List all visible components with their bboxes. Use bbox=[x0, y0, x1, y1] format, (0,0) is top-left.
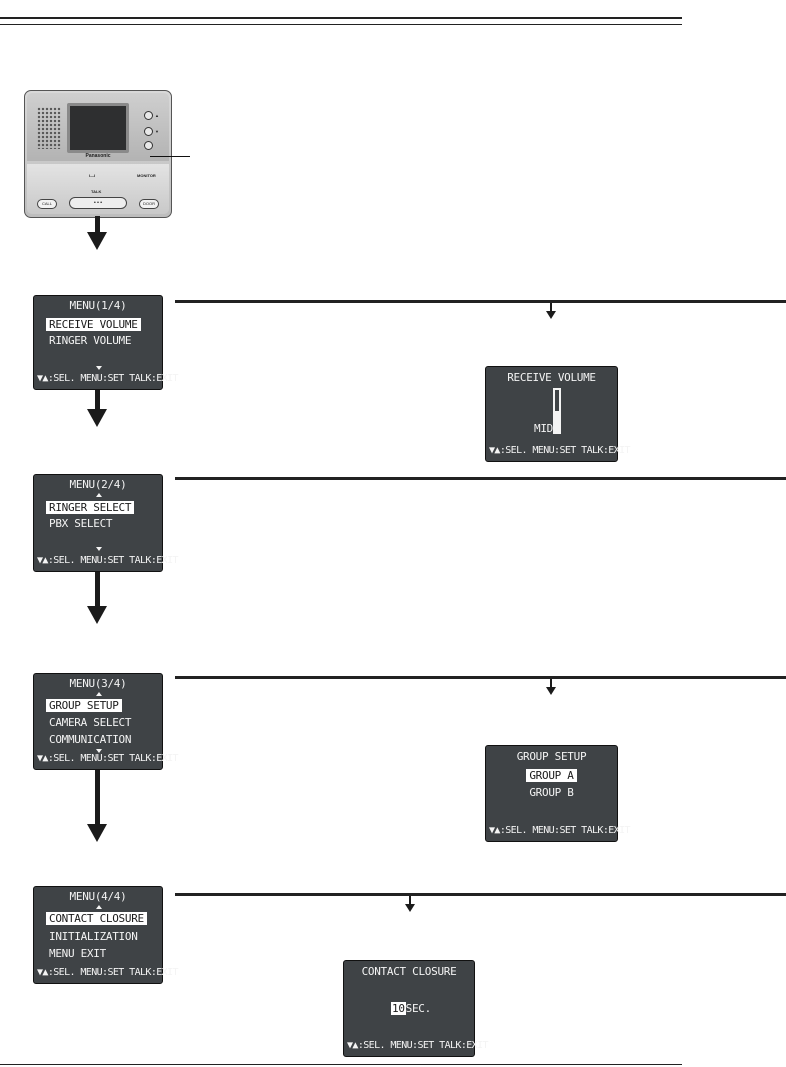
receive-volume-footer: ▼▲:SEL. MENU:SET TALK:EXIT bbox=[489, 445, 631, 456]
group-setup-screen: GROUP SETUP GROUP A GROUP B ▼▲:SEL. MENU… bbox=[485, 745, 631, 842]
header-rule-top bbox=[0, 17, 682, 19]
contact-closure-value[interactable]: 10 bbox=[391, 1002, 406, 1015]
device-talk-button[interactable]: • • • bbox=[69, 197, 127, 209]
menu-item-group-setup[interactable]: GROUP SETUP bbox=[46, 699, 122, 712]
group-option-b[interactable]: GROUP B bbox=[529, 786, 574, 799]
group-setup-footer: ▼▲:SEL. MENU:SET TALK:EXIT bbox=[489, 825, 631, 836]
menu-title: MENU(1/4) bbox=[69, 299, 127, 312]
scroll-down-icon bbox=[96, 366, 102, 370]
device-upper-panel: Panasonic ▲ ▼ bbox=[27, 93, 169, 161]
menu-screen-4: MENU(4/4) CONTACT CLOSURE INITIALIZATION… bbox=[33, 886, 179, 984]
contact-closure-title: CONTACT CLOSURE bbox=[361, 965, 457, 978]
device-lower-panel: I—I MONITOR TALK • • • CALL DOOR bbox=[27, 164, 169, 214]
menu-item-communication[interactable]: COMMUNICATION bbox=[49, 733, 132, 746]
scroll-up-icon bbox=[96, 692, 102, 696]
section-rule-1 bbox=[175, 300, 786, 303]
scroll-down-icon bbox=[96, 547, 102, 551]
menu-title: MENU(4/4) bbox=[69, 890, 127, 903]
menu-item-contact-closure[interactable]: CONTACT CLOSURE bbox=[46, 912, 147, 925]
header-rule-bottom bbox=[0, 24, 682, 25]
volume-level-label: MID bbox=[534, 422, 553, 435]
device-down-button[interactable] bbox=[144, 127, 153, 136]
menu-footer: ▼▲:SEL. MENU:SET TALK:EXIT bbox=[37, 753, 179, 764]
menu-item-receive-volume[interactable]: RECEIVE VOLUME bbox=[46, 318, 141, 331]
menu-screen-3: MENU(3/4) GROUP SETUP CAMERA SELECT COMM… bbox=[33, 673, 179, 770]
menu-item-menu-exit[interactable]: MENU EXIT bbox=[49, 947, 106, 960]
contact-closure-footer: ▼▲:SEL. MENU:SET TALK:EXIT bbox=[347, 1040, 489, 1051]
menu-item-camera-select[interactable]: CAMERA SELECT bbox=[49, 716, 132, 729]
scroll-down-icon bbox=[96, 749, 102, 753]
group-option-a[interactable]: GROUP A bbox=[526, 769, 577, 782]
section-rule-3 bbox=[175, 676, 786, 679]
intercom-device: Panasonic ▲ ▼ I—I MONITOR TALK • • • CAL… bbox=[24, 90, 172, 218]
menu-footer: ▼▲:SEL. MENU:SET TALK:EXIT bbox=[37, 555, 179, 566]
device-talk-label: TALK bbox=[91, 189, 102, 194]
section-rule-4 bbox=[175, 893, 786, 896]
device-call-button[interactable]: CALL bbox=[37, 199, 57, 209]
volume-level-bar[interactable] bbox=[553, 388, 561, 434]
contact-closure-screen: CONTACT CLOSURE 10SEC. ▼▲:SEL. MENU:SET … bbox=[343, 960, 489, 1057]
scroll-up-icon bbox=[96, 905, 102, 909]
device-brand: Panasonic bbox=[85, 153, 111, 159]
device-volume-label: I—I bbox=[89, 173, 96, 178]
group-setup-title: GROUP SETUP bbox=[516, 750, 587, 763]
device-monitor-label: MONITOR bbox=[137, 173, 156, 178]
device-door-button[interactable]: DOOR bbox=[139, 199, 159, 209]
section-rule-2 bbox=[175, 477, 786, 480]
menu-screen-2: MENU(2/4) RINGER SELECT PBX SELECT ▼▲:SE… bbox=[33, 474, 179, 572]
menu-footer: ▼▲:SEL. MENU:SET TALK:EXIT bbox=[37, 967, 179, 978]
menu-title: MENU(2/4) bbox=[69, 478, 127, 491]
menu-item-ringer-volume[interactable]: RINGER VOLUME bbox=[49, 334, 132, 347]
device-side-label-2: ▼ bbox=[155, 129, 159, 134]
device-lcd bbox=[67, 103, 129, 153]
contact-closure-unit: SEC. bbox=[405, 1002, 432, 1015]
speaker-grille bbox=[37, 107, 61, 149]
menu-item-ringer-select[interactable]: RINGER SELECT bbox=[46, 501, 135, 514]
device-up-button[interactable] bbox=[144, 111, 153, 120]
callout-line bbox=[150, 156, 190, 157]
receive-volume-title: RECEIVE VOLUME bbox=[507, 371, 596, 384]
menu-screen-1: MENU(1/4) RECEIVE VOLUME RINGER VOLUME ▼… bbox=[33, 295, 179, 390]
menu-title: MENU(3/4) bbox=[69, 677, 127, 690]
menu-footer: ▼▲:SEL. MENU:SET TALK:EXIT bbox=[37, 373, 179, 384]
menu-item-pbx-select[interactable]: PBX SELECT bbox=[49, 517, 113, 530]
device-menu-button[interactable] bbox=[144, 141, 153, 150]
menu-item-initialization[interactable]: INITIALIZATION bbox=[49, 930, 138, 943]
volume-level-fill bbox=[555, 411, 559, 432]
device-side-label-1: ▲ bbox=[155, 113, 159, 118]
footer-rule bbox=[0, 1064, 682, 1065]
scroll-up-icon bbox=[96, 493, 102, 497]
receive-volume-screen: RECEIVE VOLUME MID ▼▲:SEL. MENU:SET TALK… bbox=[485, 366, 631, 462]
